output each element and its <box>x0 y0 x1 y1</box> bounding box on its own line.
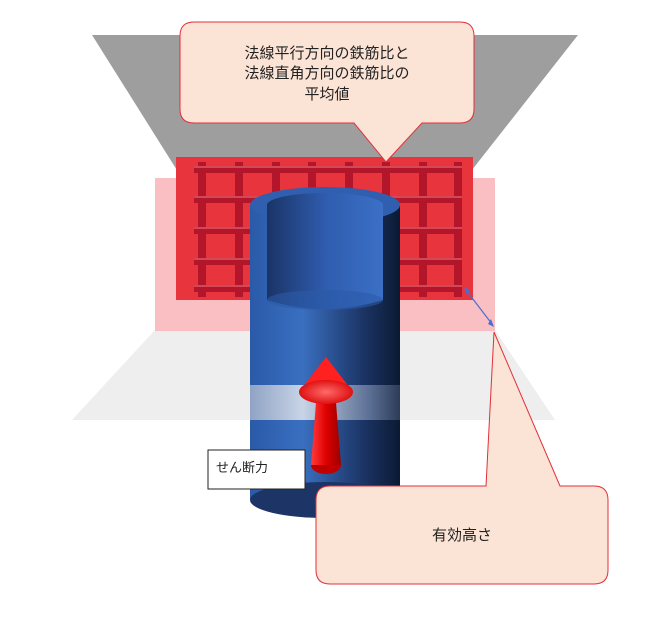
dimension-arrow-icon <box>464 287 494 327</box>
reinforcement-ratio-callout: 法線平行方向の鉄筋比と 法線直角方向の鉄筋比の 平均値 <box>179 21 475 163</box>
shear-force-text: せん断力 <box>216 461 268 476</box>
callout-line-1: 法線平行方向の鉄筋比と <box>244 44 409 62</box>
effective-depth-label: 有効高さ <box>432 526 492 544</box>
effective-depth-callout: 有効高さ <box>315 331 609 585</box>
callout-line-2: 法線直角方向の鉄筋比の <box>244 64 409 82</box>
shear-force-label: せん断力 <box>207 449 306 490</box>
callout-line-3: 平均値 <box>304 85 349 103</box>
shear-force-arrow-icon <box>299 357 353 474</box>
